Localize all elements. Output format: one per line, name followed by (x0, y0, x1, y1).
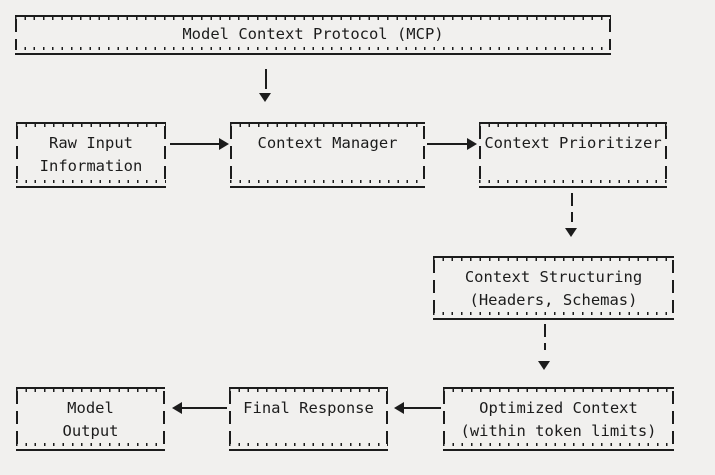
node-mcp: Model Context Protocol (MCP) (15, 15, 611, 55)
node-context-structuring: Context Structuring (Headers, Schemas) (433, 256, 674, 320)
node-context-structuring-label-line2: (Headers, Schemas) (469, 291, 638, 309)
node-context-manager-label: Context Manager (257, 134, 398, 152)
node-final-response-label: Final Response (243, 399, 374, 417)
edge-final-response-to-model-output-line (182, 407, 227, 409)
node-context-prioritizer-label: Context Prioritizer (484, 134, 662, 152)
arrowhead-left-icon (172, 402, 182, 414)
node-optimized-context-label-line1: Optimized Context (479, 399, 638, 417)
node-raw-input-label-line2: Information (39, 157, 143, 175)
edge-context-prioritizer-to-context-structuring-line (571, 193, 573, 222)
arrowhead-down-icon (538, 361, 550, 370)
node-mcp-label: Model Context Protocol (MCP) (182, 25, 444, 43)
node-context-prioritizer: Context Prioritizer (479, 122, 667, 188)
arrowhead-right-icon (219, 138, 229, 150)
node-optimized-context: Optimized Context (within token limits) (443, 387, 674, 451)
edge-context-structuring-to-optimized-context-line (544, 324, 546, 350)
node-model-output-label-line2: Output (62, 422, 119, 440)
arrowhead-down-icon (565, 228, 577, 237)
node-model-output: Model Output (16, 387, 165, 451)
edge-context-manager-to-context-prioritizer-line (427, 143, 467, 145)
node-final-response: Final Response (229, 387, 388, 451)
edge-mcp-to-context-manager-line (265, 69, 267, 89)
edge-raw-input-to-context-manager-line (170, 143, 219, 145)
node-raw-input-information: Raw Input Information (16, 122, 166, 188)
arrowhead-left-icon (394, 402, 404, 414)
node-optimized-context-label-line2: (within token limits) (460, 422, 657, 440)
node-context-manager: Context Manager (230, 122, 425, 188)
arrowhead-right-icon (467, 138, 477, 150)
node-raw-input-label-line1: Raw Input (49, 134, 133, 152)
node-model-output-label-line1: Model (67, 399, 114, 417)
arrowhead-down-icon (259, 93, 271, 102)
edge-optimized-context-to-final-response-line (404, 407, 441, 409)
node-context-structuring-label-line1: Context Structuring (464, 268, 643, 286)
